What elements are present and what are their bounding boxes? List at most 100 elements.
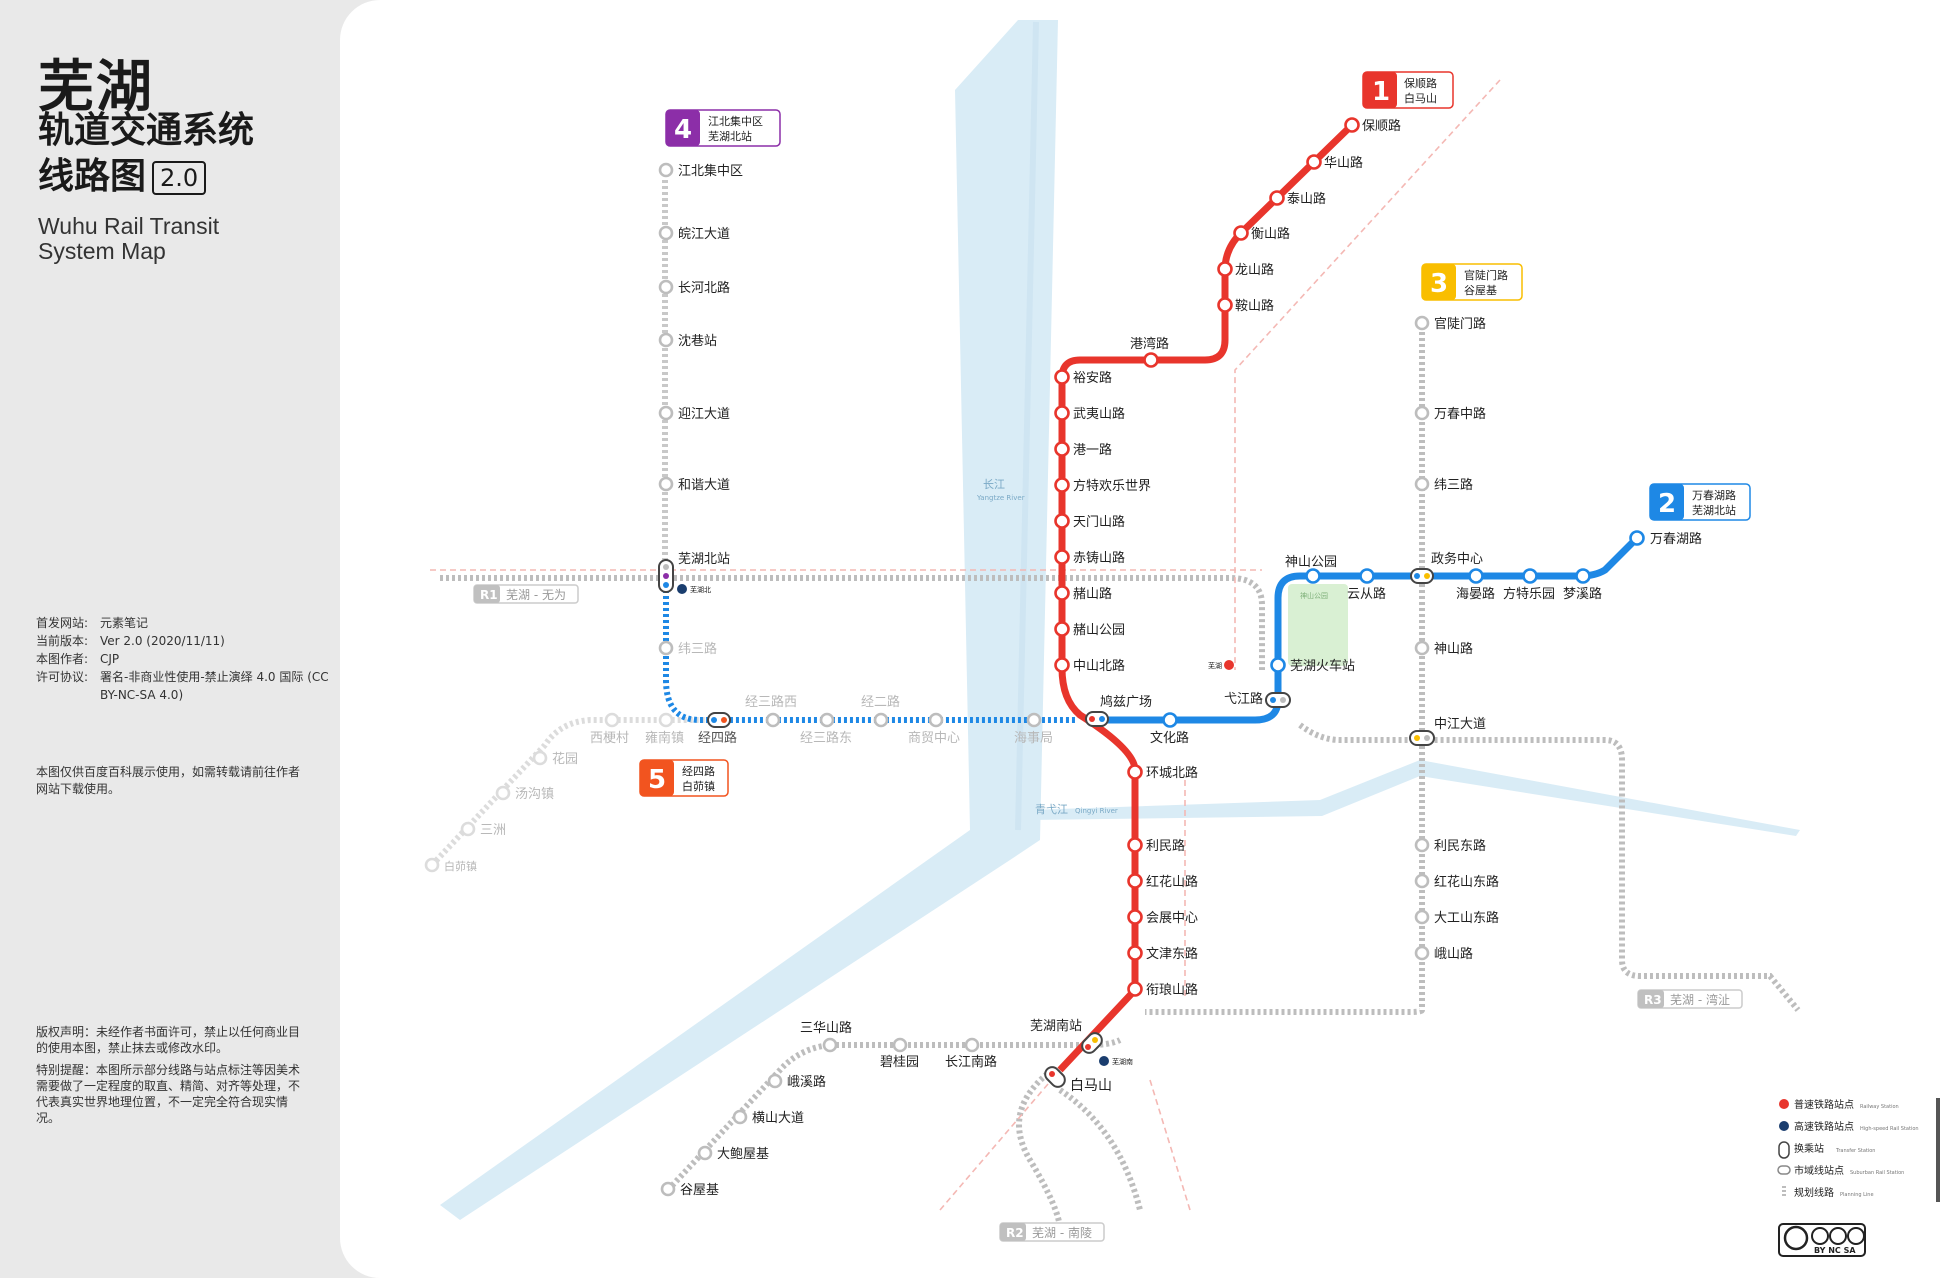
station-yuanlu[interactable]: [1054, 369, 1070, 385]
line3-number: 3: [1430, 269, 1448, 299]
meta-value: CJP: [100, 652, 120, 666]
station-huayuan[interactable]: [532, 750, 548, 766]
station-guwuji[interactable]: [660, 1181, 676, 1197]
station-dagongshandonglu[interactable]: [1414, 909, 1430, 925]
station-longshanlu[interactable]: [1217, 261, 1233, 277]
station-fangte[interactable]: [1054, 477, 1070, 493]
station-wuhunanzhan[interactable]: [1079, 1030, 1104, 1055]
line2-number: 2: [1658, 489, 1676, 519]
transfer-dot-line1: [1089, 716, 1095, 722]
station-huashanlu[interactable]: [1306, 154, 1322, 170]
station-zhongjiangdadao[interactable]: [1409, 730, 1435, 746]
cc-license-badge: BY NC SA: [1778, 1223, 1866, 1257]
station-changhebeilu[interactable]: [658, 279, 674, 295]
station-baimaozhen[interactable]: [424, 857, 440, 873]
station-jingsanludong[interactable]: [819, 712, 835, 728]
station-sanzhou[interactable]: [460, 821, 476, 837]
meta-value: 署名-非商业性使用-禁止演绎 4.0 国际 (CC BY-NC-SA 4.0): [100, 670, 329, 702]
station-tanggouzhen[interactable]: [495, 785, 511, 801]
station-zhengwuzhongxin[interactable]: [1410, 568, 1434, 584]
map-title: 芜湖: [38, 55, 154, 120]
station-taishanlu[interactable]: [1269, 190, 1285, 206]
yangtze-channel: [1015, 21, 1039, 831]
line3-badge[interactable]: 3 官陡门路 谷屋基: [1421, 263, 1523, 301]
station-weisanlu-west[interactable]: [658, 640, 674, 656]
line4-badge[interactable]: 4 江北集中区 芜湖北站: [665, 109, 781, 147]
station-yongnanzhen[interactable]: [658, 712, 674, 728]
station-shenshanlu[interactable]: [1414, 640, 1430, 656]
station-xigengcun[interactable]: [604, 712, 620, 728]
station-dabaowuji[interactable]: [697, 1145, 713, 1161]
station-label: 白马山: [1070, 1078, 1112, 1094]
station-honghuashandonglu[interactable]: [1414, 873, 1430, 889]
station-label: 峨溪路: [787, 1074, 826, 1090]
station-jingsilu[interactable]: [707, 712, 731, 728]
r2-badge: R2 芜湖 - 南陵: [999, 1222, 1105, 1242]
station-yijianglu[interactable]: [1265, 692, 1291, 708]
line1-badge[interactable]: 1 保顺路 白马山: [1362, 71, 1454, 109]
station-label: 中江大道: [1434, 717, 1486, 732]
station-limindonglu[interactable]: [1414, 837, 1430, 853]
nc-icon: [1829, 1227, 1847, 1245]
line2-badge[interactable]: 2 万春湖路 芜湖北站: [1649, 483, 1751, 521]
station-zheshangongyuan[interactable]: [1054, 621, 1070, 637]
station-hengshandadao[interactable]: [732, 1109, 748, 1125]
station-yunconglu[interactable]: [1359, 568, 1375, 584]
station-liminlu[interactable]: [1127, 837, 1143, 853]
line1-terminus-1: 保顺路: [1404, 76, 1437, 90]
station-tianmenshanlu[interactable]: [1054, 513, 1070, 529]
station-exilu[interactable]: [767, 1073, 783, 1089]
station-sanhuashanlu[interactable]: [822, 1037, 838, 1053]
station-weisanlu[interactable]: [1414, 476, 1430, 492]
station-yingjiangdadao[interactable]: [658, 405, 674, 421]
station-wanjiangdadao[interactable]: [658, 225, 674, 241]
r3-line: [1298, 722, 1801, 1012]
station-eshanlu[interactable]: [1414, 945, 1430, 961]
station-anshanlu[interactable]: [1217, 297, 1233, 313]
station-huanchengbeilu[interactable]: [1127, 764, 1143, 780]
station-wenjindonglu[interactable]: [1127, 945, 1143, 961]
line5-badge[interactable]: 5 经四路 白茆镇: [639, 759, 729, 797]
meta-key: 首发网站:: [36, 616, 89, 630]
station-chizhushanlu[interactable]: [1054, 549, 1070, 565]
station-wenhualu[interactable]: [1162, 712, 1178, 728]
station-huizhanzhongxin[interactable]: [1127, 909, 1143, 925]
station-label: 梦溪路: [1563, 586, 1602, 602]
station-jingerlu[interactable]: [873, 712, 889, 728]
r3-badge-code-bg: [1638, 990, 1664, 1008]
station-wanchunhulu[interactable]: [1629, 530, 1645, 546]
station-mengxilu[interactable]: [1575, 568, 1591, 584]
station-wuyishanlu[interactable]: [1054, 405, 1070, 421]
station-baoshunlu[interactable]: [1344, 117, 1360, 133]
station-biguiyuan[interactable]: [892, 1037, 908, 1053]
line5-terminus-1: 经四路: [682, 765, 715, 778]
station-jiuziguangchang[interactable]: [1085, 711, 1109, 727]
transit-map[interactable]: 神山公园 长江 Yangtze River 青弋江 Qingyi River 保…: [340, 0, 1944, 1278]
station-honghuashanlu[interactable]: [1127, 873, 1143, 889]
meta-row: 当前版本:Ver 2.0 (2020/11/11): [36, 632, 340, 650]
station-gangyilu[interactable]: [1054, 441, 1070, 457]
line4-number: 4: [674, 115, 692, 145]
station-xianlangshanlu[interactable]: [1127, 981, 1143, 997]
station-hengshanlu[interactable]: [1233, 225, 1249, 241]
station-changjiangnanlu[interactable]: [964, 1037, 980, 1053]
station-wanchunzhonglu[interactable]: [1414, 405, 1430, 421]
station-jiangbeijizhongqu[interactable]: [658, 162, 674, 178]
station-jingsanluxi[interactable]: [765, 712, 781, 728]
station-zheshanlu[interactable]: [1054, 585, 1070, 601]
station-wuhuhuochezhan[interactable]: [1270, 657, 1286, 673]
station-shangmaozhongxin[interactable]: [928, 712, 944, 728]
station-shenshangongyuan[interactable]: [1305, 568, 1321, 584]
station-hexiedadao[interactable]: [658, 476, 674, 492]
station-shenxiangzhan[interactable]: [658, 332, 674, 348]
legend-scrollbar[interactable]: [1936, 1098, 1940, 1202]
station-ganwanlu[interactable]: [1143, 352, 1159, 368]
station-label: 红花山东路: [1434, 874, 1499, 890]
station-fangteleyuan[interactable]: [1522, 568, 1538, 584]
station-haishiju[interactable]: [1026, 712, 1042, 728]
station-guandoumenlu[interactable]: [1414, 315, 1430, 331]
station-haiyanlu[interactable]: [1468, 568, 1484, 584]
station-zhongshanbeilu[interactable]: [1054, 657, 1070, 673]
r2-badge-code-bg: [1000, 1223, 1026, 1241]
